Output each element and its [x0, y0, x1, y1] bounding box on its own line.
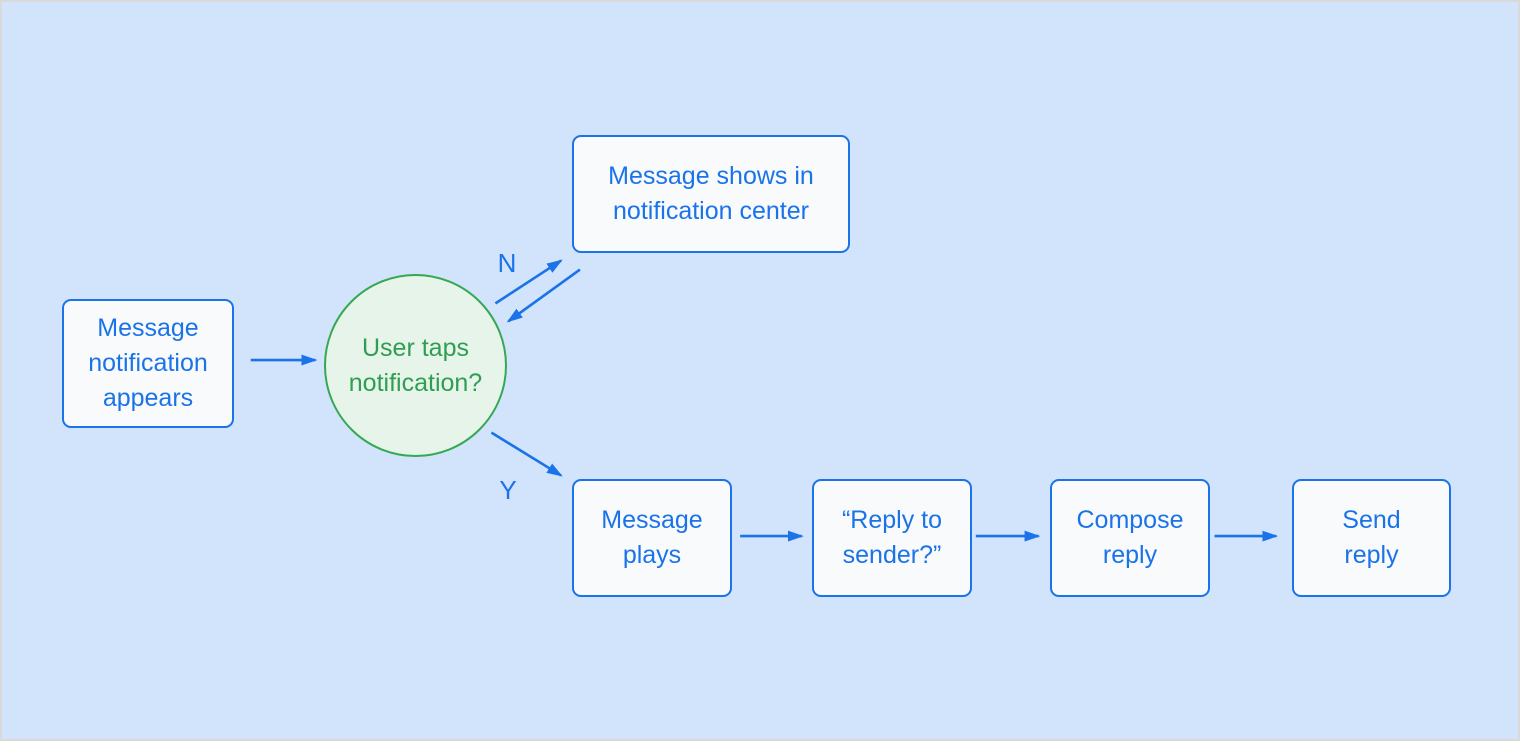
- edge-label-yes: Y: [499, 475, 517, 505]
- node-message-notification-appears[interactable]: Message notification appears: [62, 299, 234, 428]
- node-label-line: reply: [1344, 541, 1399, 569]
- arrow-decision-to-message-plays[interactable]: [490, 431, 563, 477]
- node-label-line: User taps: [362, 333, 469, 362]
- node-send-reply[interactable]: Send reply: [1292, 479, 1451, 597]
- node-label-line: plays: [622, 541, 682, 569]
- node-message-shows-in-notification-center[interactable]: Message shows in notification center: [572, 135, 850, 253]
- node-label-line: “Reply to: [841, 506, 943, 534]
- node-label-line: Message: [97, 314, 199, 342]
- node-label-line: Compose: [1076, 506, 1184, 534]
- node-label-line: notification?: [348, 368, 483, 397]
- arrow-notification-center-to-decision[interactable]: [506, 268, 581, 323]
- edge-label-no: N: [497, 248, 517, 278]
- node-reply-to-sender[interactable]: “Reply to sender?”: [812, 479, 972, 597]
- node-label-line: reply: [1102, 541, 1158, 569]
- node-label-line: notification center: [613, 197, 809, 225]
- node-label-line: Message: [601, 506, 703, 534]
- node-user-taps-notification[interactable]: User taps notification?: [324, 274, 507, 457]
- node-label-line: appears: [102, 384, 194, 412]
- node-label-line: Send: [1342, 506, 1401, 534]
- node-compose-reply[interactable]: Compose reply: [1050, 479, 1210, 597]
- node-label-line: notification: [88, 349, 208, 377]
- arrow-decision-to-notification-center[interactable]: [494, 259, 563, 305]
- node-message-plays[interactable]: Message plays: [572, 479, 732, 597]
- node-label-line: Message shows in: [608, 162, 814, 190]
- node-label-line: sender?”: [842, 541, 942, 569]
